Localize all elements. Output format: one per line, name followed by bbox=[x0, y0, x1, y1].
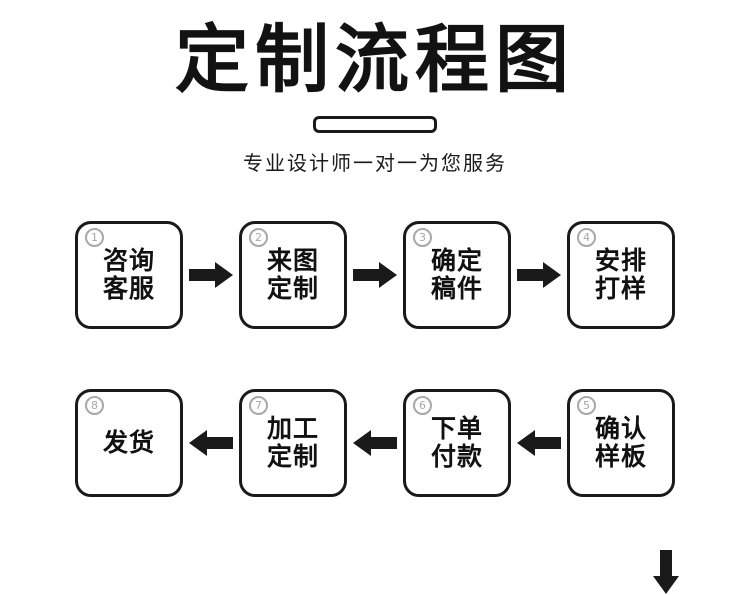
flow-diagram: 1 咨询 客服 2 来图 定制 3 确定 稿件 bbox=[0, 215, 750, 594]
step-number-badge: 4 bbox=[577, 228, 596, 247]
step-number-badge: 5 bbox=[577, 396, 596, 415]
flow-row-1: 1 咨询 客服 2 来图 定制 3 确定 稿件 bbox=[0, 215, 750, 335]
title-divider bbox=[313, 115, 437, 133]
flow-node-4[interactable]: 4 安排 打样 bbox=[567, 221, 675, 329]
step-number-badge: 3 bbox=[413, 228, 432, 247]
flow-node-8[interactable]: 8 发货 bbox=[75, 389, 183, 497]
flow-node-5[interactable]: 5 确认 样板 bbox=[567, 389, 675, 497]
page-title: 定制流程图 bbox=[175, 17, 575, 103]
flow-node-7[interactable]: 7 加工 定制 bbox=[239, 389, 347, 497]
step-number-badge: 8 bbox=[85, 396, 104, 415]
flow-node-label: 确认 样板 bbox=[594, 413, 647, 471]
flow-node-3[interactable]: 3 确定 稿件 bbox=[403, 221, 511, 329]
flow-node-2[interactable]: 2 来图 定制 bbox=[239, 221, 347, 329]
arrow-left-icon bbox=[511, 430, 567, 456]
arrow-right-icon bbox=[183, 262, 239, 288]
flow-node-label: 确定 稿件 bbox=[430, 245, 483, 303]
arrow-left-icon bbox=[183, 430, 239, 456]
step-number-badge: 7 bbox=[249, 396, 268, 415]
flow-node-1[interactable]: 1 咨询 客服 bbox=[75, 221, 183, 329]
arrow-right-icon bbox=[347, 262, 403, 288]
step-number-badge: 6 bbox=[413, 396, 432, 415]
flow-row-2: 8 发货 7 加工 定制 6 下单 付款 bbox=[0, 383, 750, 503]
arrow-down-icon bbox=[650, 549, 682, 595]
step-number-badge: 2 bbox=[249, 228, 268, 247]
flow-node-label: 加工 定制 bbox=[266, 413, 319, 471]
title-divider-wrap bbox=[0, 115, 750, 133]
arrow-left-icon bbox=[347, 430, 403, 456]
page-subtitle: 专业设计师一对一为您服务 bbox=[243, 150, 507, 175]
header: 定制流程图 专业设计师一对一为您服务 bbox=[0, 0, 750, 176]
flow-node-label: 下单 付款 bbox=[430, 413, 483, 471]
flow-node-label: 发货 bbox=[102, 427, 155, 457]
arrow-right-icon bbox=[511, 262, 567, 288]
flow-node-label: 咨询 客服 bbox=[102, 245, 155, 303]
step-number-badge: 1 bbox=[85, 228, 104, 247]
flow-node-label: 安排 打样 bbox=[594, 245, 647, 303]
flow-node-6[interactable]: 6 下单 付款 bbox=[403, 389, 511, 497]
flow-node-label: 来图 定制 bbox=[266, 245, 319, 303]
